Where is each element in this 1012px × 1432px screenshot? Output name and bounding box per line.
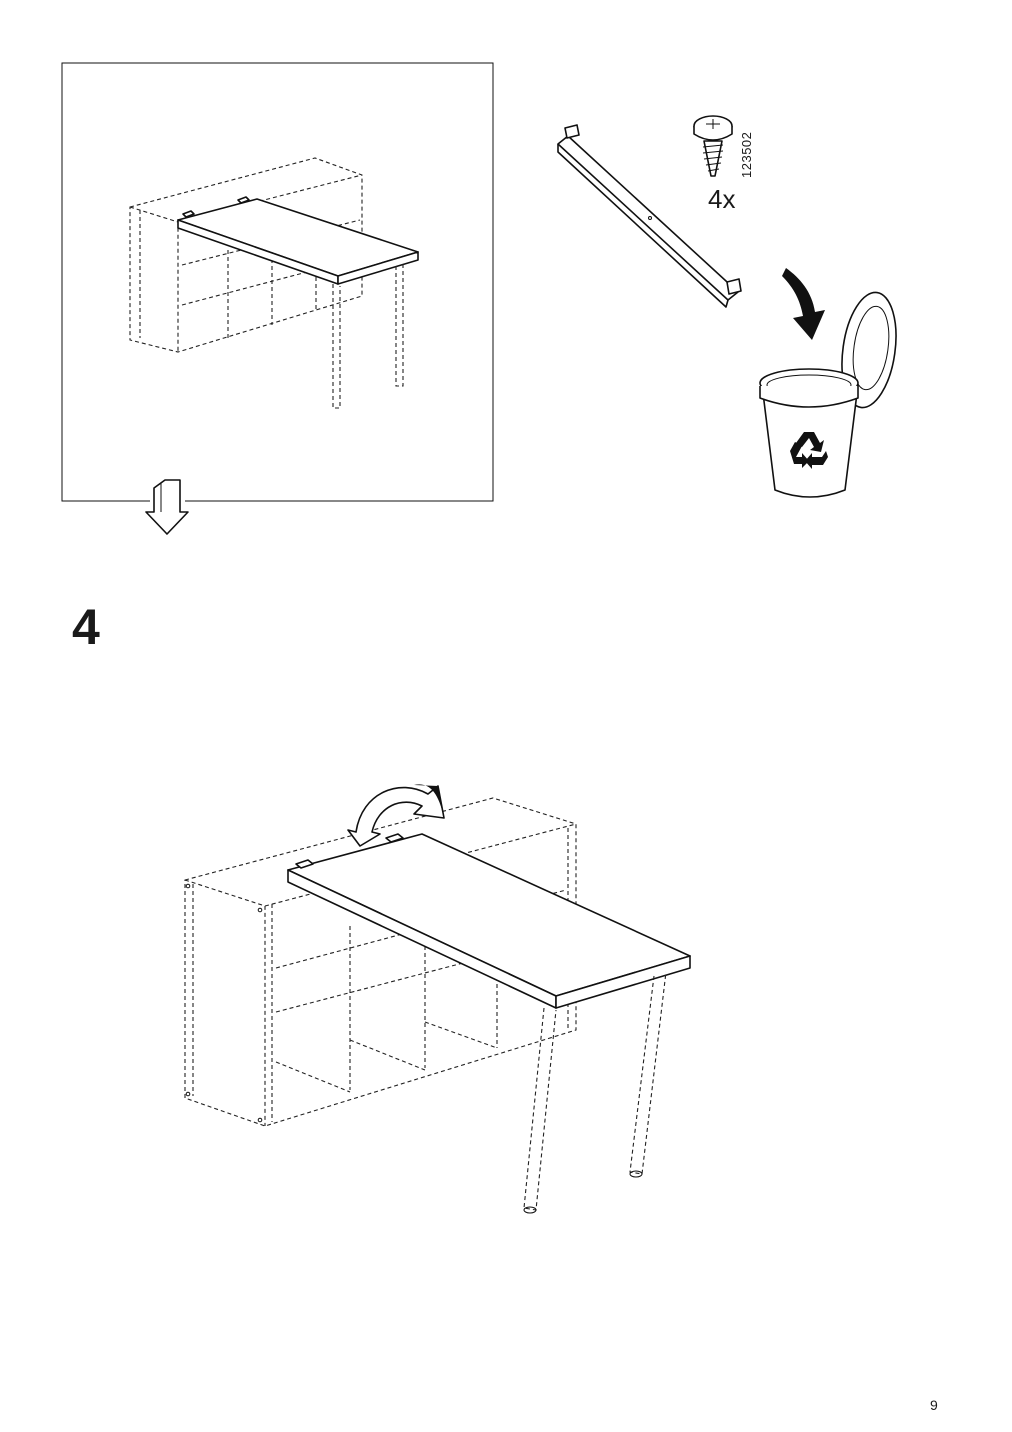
quantity-label: 4x — [708, 184, 736, 214]
recap-frame — [61, 62, 897, 535]
dispose-arrow-icon — [782, 268, 825, 340]
rotate-arrow-icon — [347, 784, 445, 847]
down-arrow-icon — [145, 479, 189, 535]
step-number: 4 — [72, 599, 100, 655]
desk-legs — [523, 971, 667, 1214]
mini-desktop-panel — [177, 196, 419, 285]
shelf-unit — [184, 797, 577, 1127]
page-number: 9 — [930, 1397, 938, 1413]
recycling-bin — [759, 291, 897, 498]
recycle-icon — [790, 432, 828, 469]
mini-legs — [332, 264, 404, 409]
desktop-panel — [287, 833, 691, 1009]
support-rail — [557, 124, 742, 308]
screw-icon — [693, 115, 733, 177]
